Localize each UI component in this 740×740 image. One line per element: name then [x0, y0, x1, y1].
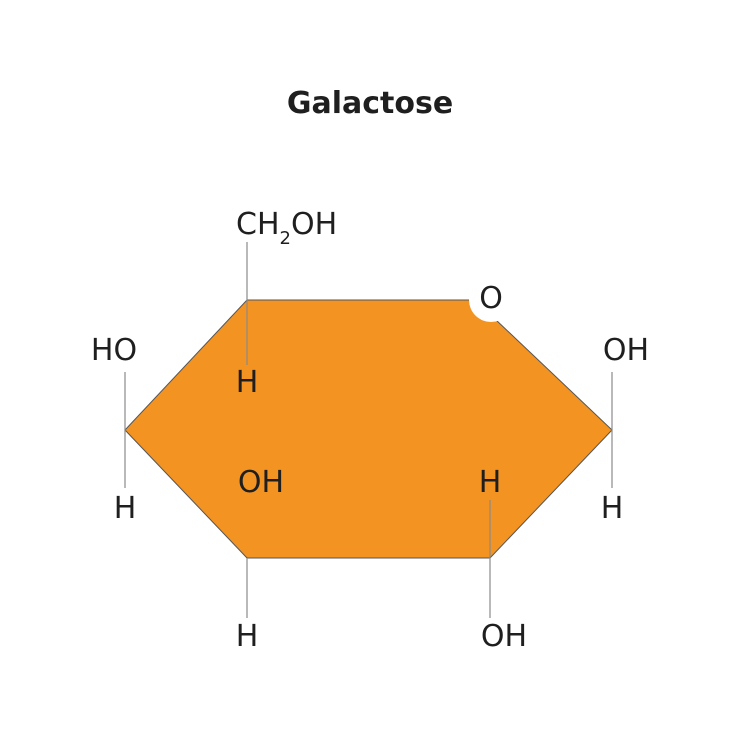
pyranose-ring [124, 299, 613, 559]
ch2oh-label: CH2OH [236, 207, 337, 249]
ch2oh-main: CH [236, 207, 280, 242]
c2-oh-label: OH [481, 619, 527, 654]
c1-h-label: H [601, 491, 624, 526]
ch2oh-tail: OH [291, 207, 337, 242]
ch2oh-subscript: 2 [280, 228, 291, 249]
diagram-title: Galactose [286, 86, 454, 121]
c4-h-label: H [114, 491, 137, 526]
c3-h-label: H [236, 619, 259, 654]
c1-oh-label: OH [603, 333, 649, 368]
c4-ho-label: HO [91, 333, 137, 368]
ring-oxygen-gap [469, 278, 513, 322]
c3-oh-label: OH [238, 465, 284, 500]
c2-h-label: H [479, 465, 502, 500]
ring-oxygen-label: O [479, 281, 503, 316]
bond-lines [124, 242, 613, 618]
c5-h-label: H [236, 365, 259, 400]
